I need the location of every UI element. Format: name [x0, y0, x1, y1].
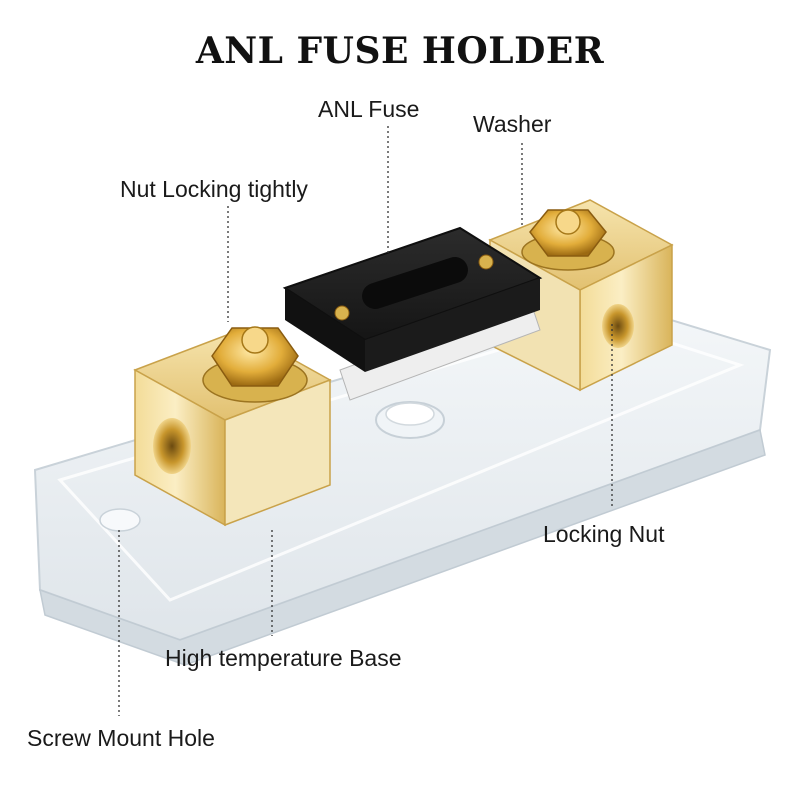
label-nut-locking: Nut Locking tightly: [120, 176, 308, 202]
washer: [521, 209, 615, 271]
label-locking-nut: Locking Nut: [543, 521, 665, 547]
diagram-title: ANL FUSE HOLDER: [195, 30, 605, 72]
label-screw-mount-hole: Screw Mount Hole: [27, 725, 215, 751]
label-base: High temperature Base: [165, 645, 402, 671]
leader-lines: [118, 126, 613, 716]
locking-nut-top: [202, 326, 308, 403]
anl-fuse: [282, 226, 543, 401]
label-washer: Washer: [473, 111, 552, 137]
label-anl-fuse: ANL Fuse: [318, 96, 420, 122]
